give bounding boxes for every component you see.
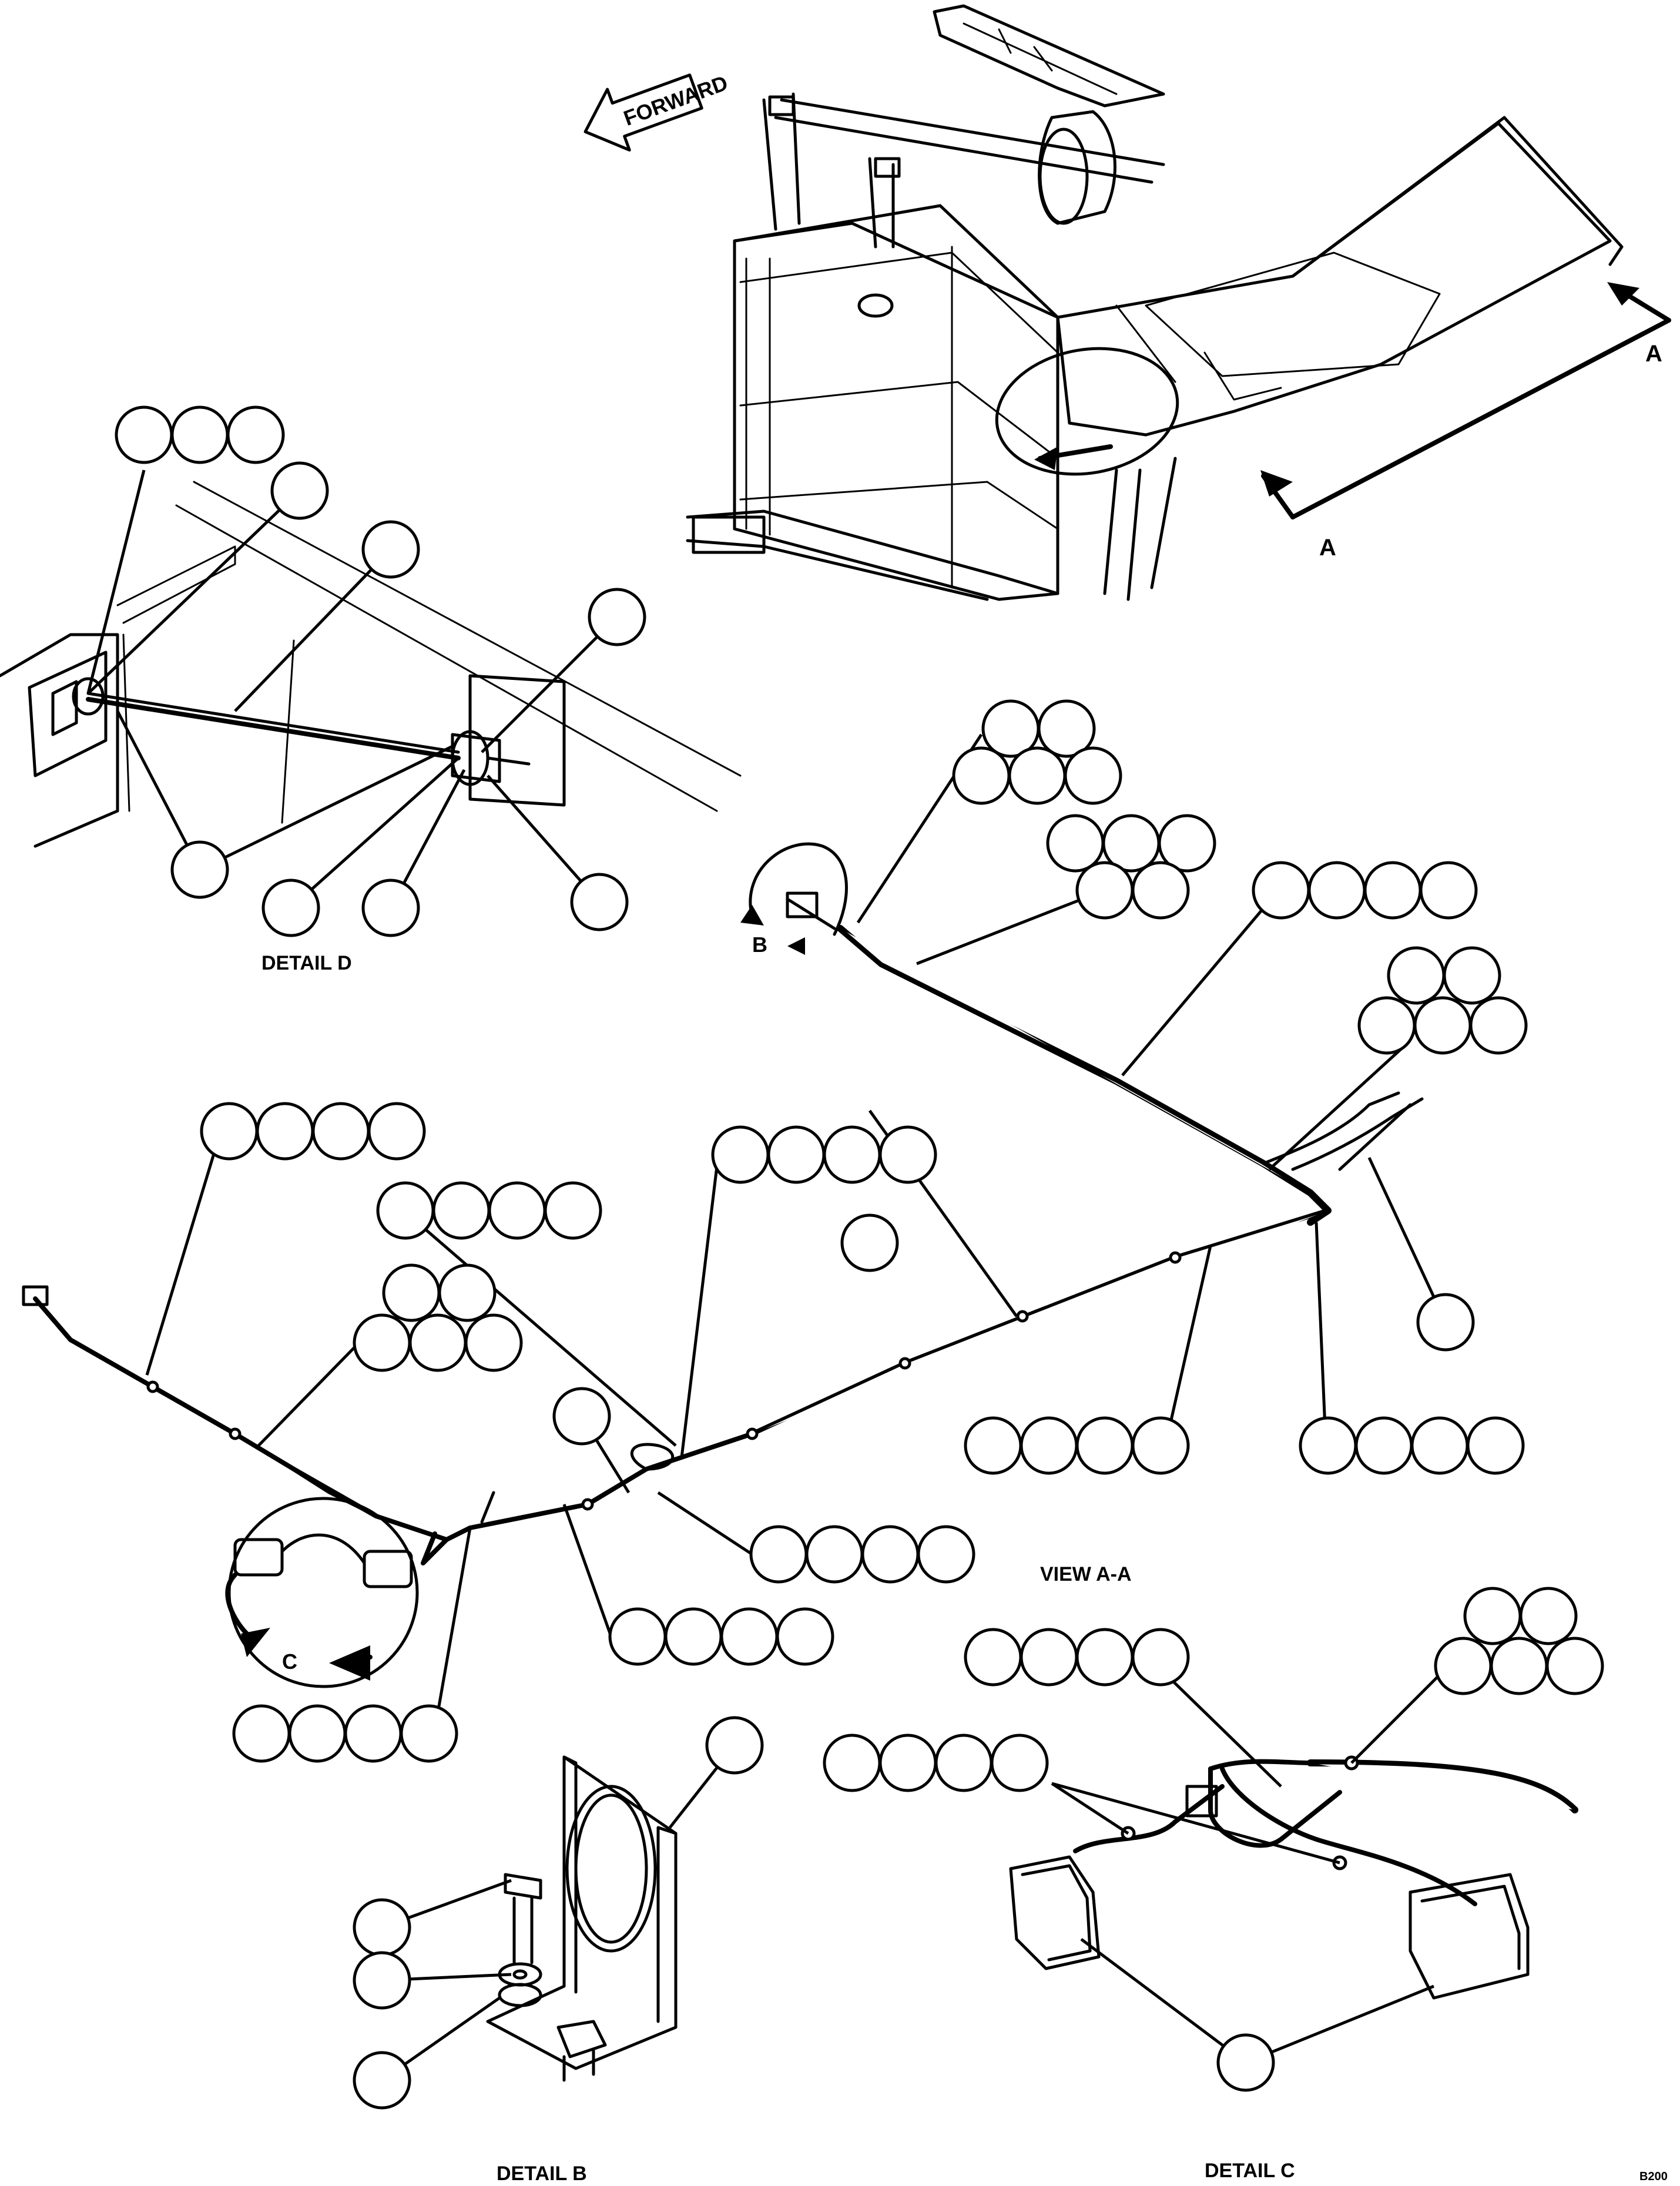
detail-c-view: DETAIL C [1009,1755,1578,2182]
leader-lines [86,470,1447,2082]
forward-arrow-icon: FORWARD [584,71,731,152]
section-a-top-label: A [1645,341,1662,367]
detail-b-title: DETAIL B [497,2162,587,2185]
detail-d-title: DETAIL D [261,952,352,974]
detail-d-view: DETAIL D [0,481,742,974]
sheet-reference: B200 [1639,2170,1668,2183]
callout-balloons [115,405,1604,2110]
detail-c-reference: C [282,1649,297,1674]
section-a-bottom-label: A [1319,535,1336,561]
view-aa-title: VIEW A-A [1040,1563,1132,1585]
view-aa-harness: B C VIEW A-A [22,842,1424,1688]
detail-b-reference: B [752,933,767,957]
detail-c-title: DETAIL C [1205,2160,1295,2182]
machine-frame-view: A A [686,4,1671,601]
detail-b-view: DETAIL B [486,1755,678,2185]
